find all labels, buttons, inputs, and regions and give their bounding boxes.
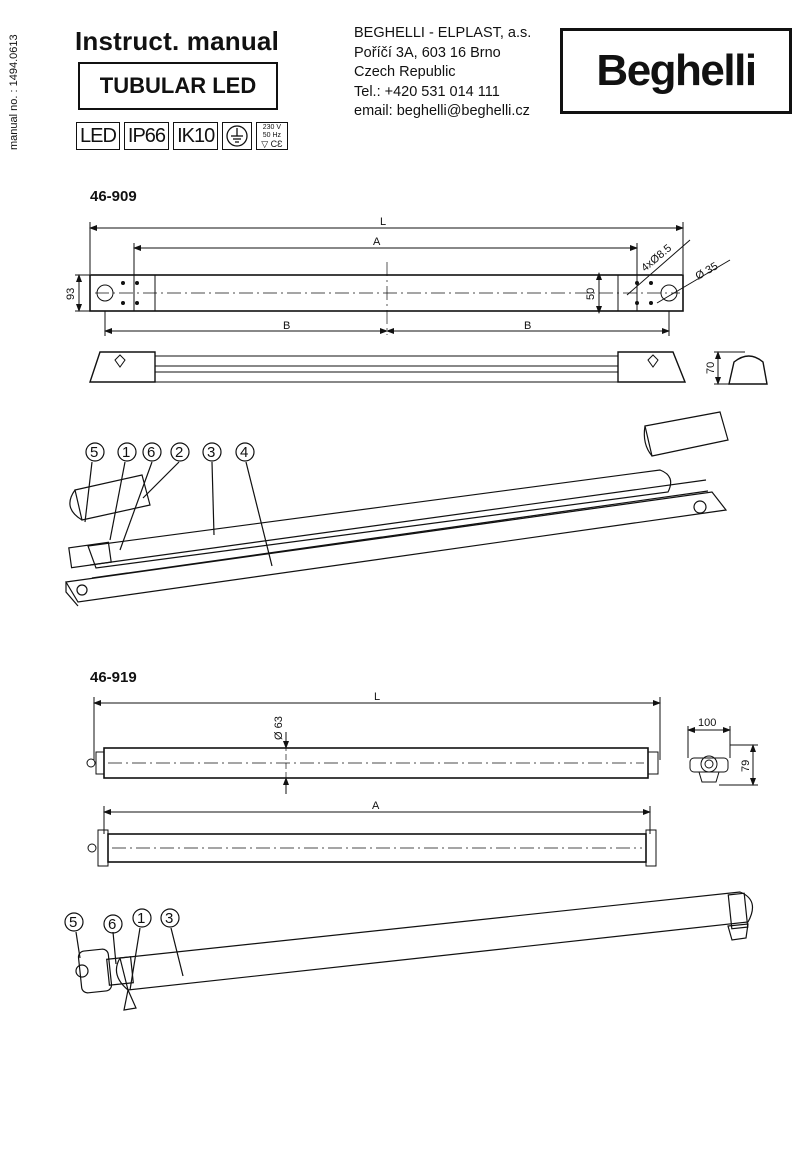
part-label-6-b: 6 xyxy=(108,916,116,933)
company-address: BEGHELLI - ELPLAST, a.s. Poříčí 3A, 603 … xyxy=(354,24,531,122)
dim-diameter-b: Ø 63 xyxy=(273,716,285,740)
badge-ik: IK10 xyxy=(173,122,219,150)
luminaire-a-side-view xyxy=(89,351,768,385)
dim-L-a: L xyxy=(380,216,386,228)
part-label-3-b: 3 xyxy=(165,910,173,927)
certification-badges: LED IP66 IK10 230 V 50 Hz ▽ CƐ xyxy=(76,122,288,150)
badge-ip: IP66 xyxy=(123,122,170,150)
product-name: TUBULAR LED xyxy=(78,62,278,110)
luminaire-a-top-view xyxy=(75,222,731,336)
model-code-b: 46-919 xyxy=(90,669,137,686)
part-label-2-a: 2 xyxy=(175,444,183,461)
dim-A-b: A xyxy=(372,800,380,812)
luminaire-b-top-view xyxy=(87,806,657,867)
dim-mount-a: 50 xyxy=(585,288,597,300)
part-label-4-a: 4 xyxy=(240,444,248,461)
brand-logo: Beghelli xyxy=(560,28,792,114)
supply-voltage: 230 V xyxy=(262,124,282,131)
earth-ground-icon xyxy=(222,122,253,150)
part-label-1-b: 1 xyxy=(137,910,145,927)
dim-B-left: B xyxy=(283,320,290,332)
luminaire-a-exploded-view xyxy=(65,411,729,607)
supply-badge: 230 V 50 Hz ▽ CƐ xyxy=(256,122,288,150)
flammable-surface-icon: ▽ xyxy=(261,139,269,149)
dim-B-right: B xyxy=(524,320,531,332)
part-label-6-a: 6 xyxy=(147,444,155,461)
part-label-5-b: 5 xyxy=(69,914,77,931)
supply-frequency: 50 Hz xyxy=(262,132,282,139)
luminaire-b-front-view xyxy=(86,697,758,794)
badge-led: LED xyxy=(76,122,120,150)
company-phone: Tel.: +420 531 014 111 xyxy=(354,83,500,100)
ce-mark: CƐ xyxy=(270,139,283,149)
company-street: Poříčí 3A, 603 16 Brno xyxy=(354,44,501,61)
dim-height-a: 93 xyxy=(65,288,77,300)
part-label-1-a: 1 xyxy=(122,444,130,461)
dim-A-a: A xyxy=(373,236,381,248)
dim-height-b: 79 xyxy=(740,760,752,772)
part-label-3-a: 3 xyxy=(207,444,215,461)
dim-width-b: 100 xyxy=(698,717,716,729)
part-label-5-a: 5 xyxy=(90,444,98,461)
luminaire-b-exploded-view xyxy=(64,891,754,1011)
model-code-a: 46-909 xyxy=(90,188,137,205)
page-title: Instruct. manual xyxy=(75,26,280,56)
dim-L-b: L xyxy=(374,691,380,703)
company-name: BEGHELLI - ELPLAST, a.s. xyxy=(354,25,532,41)
company-email[interactable]: email: beghelli@beghelli.cz xyxy=(354,103,530,119)
company-country: Czech Republic xyxy=(354,64,456,80)
dim-profile-a: 70 xyxy=(705,362,717,374)
dim-hole-a: Ø 35 xyxy=(694,260,721,282)
